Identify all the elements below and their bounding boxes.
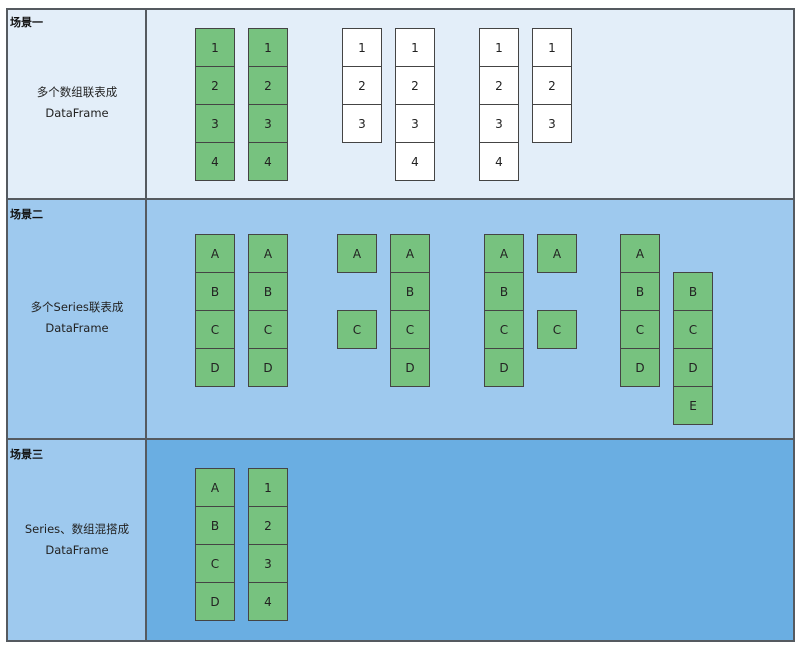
scene1-array-cell: 4: [479, 142, 519, 181]
scene1-array-cell: 3: [532, 104, 572, 143]
scene3-title: 场景三: [10, 448, 43, 461]
scene3-diagram-panel: [145, 438, 795, 642]
scene2-series-cell: D: [620, 348, 660, 387]
scene3-desc-line2: DataFrame: [45, 543, 109, 557]
scene2-series-cell: C: [620, 310, 660, 349]
scene2-series-cell: B: [620, 272, 660, 311]
scene2-series-cell: A: [248, 234, 288, 273]
scene2-series-cell: B: [248, 272, 288, 311]
scene2-series-cell: E: [673, 386, 713, 425]
scene3-array-cell: 3: [248, 544, 288, 583]
scene1-array-cell: 4: [395, 142, 435, 181]
scene2-label-panel: [6, 198, 147, 440]
scene2-series-cell: D: [248, 348, 288, 387]
scene1-array-cell: 2: [479, 66, 519, 105]
scene1-array-cell: 1: [195, 28, 235, 67]
scene1-array-cell: 1: [479, 28, 519, 67]
scene2-series-cell: C: [390, 310, 430, 349]
scene2-title: 场景二: [10, 208, 43, 221]
scene2-series-cell: D: [484, 348, 524, 387]
scene1-array-cell: 3: [395, 104, 435, 143]
scene1-diagram-panel: [145, 8, 795, 200]
scene2-series-cell: D: [195, 348, 235, 387]
scene2-series-cell: B: [195, 272, 235, 311]
scene1-desc-line1: 多个数组联表成: [36, 85, 118, 99]
scene2-series-cell: A: [390, 234, 430, 273]
scene3-array-cell: 1: [248, 468, 288, 507]
scene1-array-cell: 3: [195, 104, 235, 143]
scene3-description: Series、数组混搭成 DataFrame: [8, 519, 146, 561]
scene1-array-cell: 2: [342, 66, 382, 105]
scene1-array-cell: 3: [479, 104, 519, 143]
scene2-series-cell: A: [537, 234, 577, 273]
scene2-series-cell: B: [390, 272, 430, 311]
scene1-title: 场景一: [10, 16, 43, 29]
scene3-array-cell: 4: [248, 582, 288, 621]
scene1-array-cell: 3: [342, 104, 382, 143]
scene2-desc-line2: DataFrame: [45, 321, 109, 335]
scene3-array-cell: 2: [248, 506, 288, 545]
scene3-series-cell: B: [195, 506, 235, 545]
scene1-array-cell: 1: [342, 28, 382, 67]
scene2-desc-line1: 多个Series联表成: [30, 300, 124, 314]
scene1-array-cell: 2: [195, 66, 235, 105]
scene3-series-cell: C: [195, 544, 235, 583]
scene2-series-cell: D: [673, 348, 713, 387]
scene1-label-panel: [6, 8, 147, 200]
scene1-array-cell: 2: [395, 66, 435, 105]
scene1-array-cell: 2: [248, 66, 288, 105]
scene1-desc-line2: DataFrame: [45, 106, 109, 120]
scene2-series-cell: C: [673, 310, 713, 349]
scene2-series-cell: B: [673, 272, 713, 311]
scene1-array-cell: 1: [248, 28, 288, 67]
scene2-series-cell: C: [484, 310, 524, 349]
scene2-series-cell: A: [620, 234, 660, 273]
scene2-series-cell: C: [337, 310, 377, 349]
scene2-series-cell: A: [195, 234, 235, 273]
scene3-desc-line1: Series、数组混搭成: [24, 522, 130, 536]
scene1-description: 多个数组联表成 DataFrame: [8, 82, 146, 124]
scene3-series-cell: A: [195, 468, 235, 507]
scene1-array-cell: 2: [532, 66, 572, 105]
scene2-series-cell: C: [248, 310, 288, 349]
scene1-array-cell: 4: [248, 142, 288, 181]
scene2-series-cell: D: [390, 348, 430, 387]
scene2-series-cell: A: [337, 234, 377, 273]
scene1-array-cell: 3: [248, 104, 288, 143]
scene2-series-cell: B: [484, 272, 524, 311]
scene2-series-cell: A: [484, 234, 524, 273]
scene2-series-cell: C: [195, 310, 235, 349]
scene1-array-cell: 1: [532, 28, 572, 67]
scene3-series-cell: D: [195, 582, 235, 621]
scene1-array-cell: 1: [395, 28, 435, 67]
scene1-array-cell: 4: [195, 142, 235, 181]
scene2-series-cell: C: [537, 310, 577, 349]
scene2-description: 多个Series联表成 DataFrame: [8, 297, 146, 339]
